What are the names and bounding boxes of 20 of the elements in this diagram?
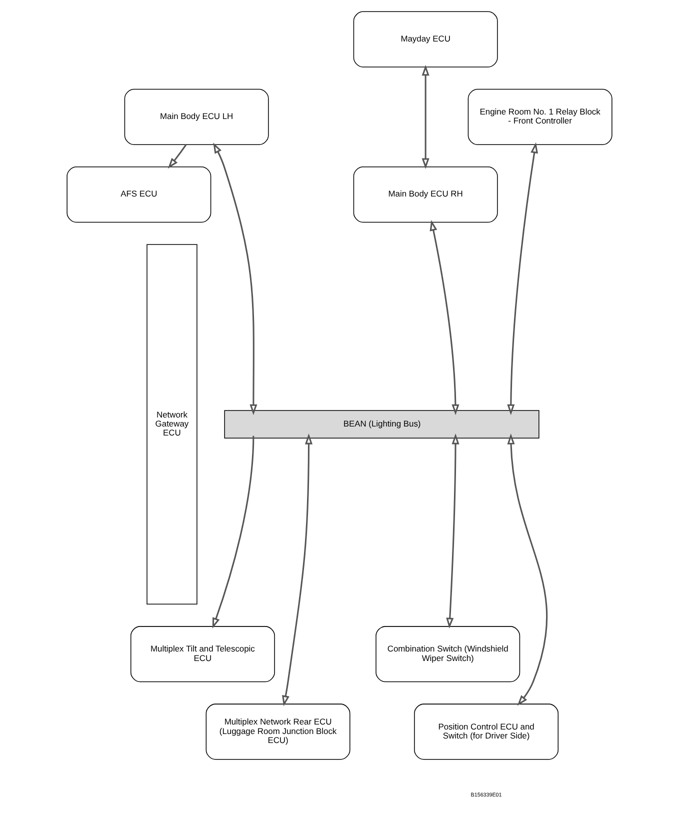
arrow bbox=[422, 64, 430, 169]
node-box: Main Body ECU RH bbox=[353, 166, 498, 223]
arrow bbox=[446, 434, 460, 629]
node-box: Position Control ECU and Switch (for Driver Side) bbox=[414, 704, 559, 760]
arrow bbox=[212, 436, 254, 629]
node-box: AFS ECU bbox=[66, 166, 212, 223]
node-box: Multiplex Network Rear ECU (Luggage Room Junction Block ECU) bbox=[206, 704, 350, 760]
node-box: Combination Switch (Windshield Wiper Switch) bbox=[376, 626, 520, 682]
node-box: Multiplex Tilt and Telescopic ECU bbox=[130, 626, 275, 682]
node-box: BEAN (Lighting Bus) bbox=[224, 410, 540, 439]
arrow bbox=[213, 142, 258, 416]
arrow bbox=[430, 220, 460, 416]
arrow bbox=[507, 142, 538, 416]
node-box: Mayday ECU bbox=[353, 11, 498, 68]
arrow bbox=[282, 434, 313, 706]
node-box: Network Gateway ECU bbox=[146, 244, 198, 605]
node-box: Engine Room No. 1 Relay Block - Front Controller bbox=[468, 88, 612, 145]
node-box: Main Body ECU LH bbox=[124, 88, 269, 145]
arrow bbox=[507, 434, 548, 706]
arrow bbox=[168, 144, 187, 169]
